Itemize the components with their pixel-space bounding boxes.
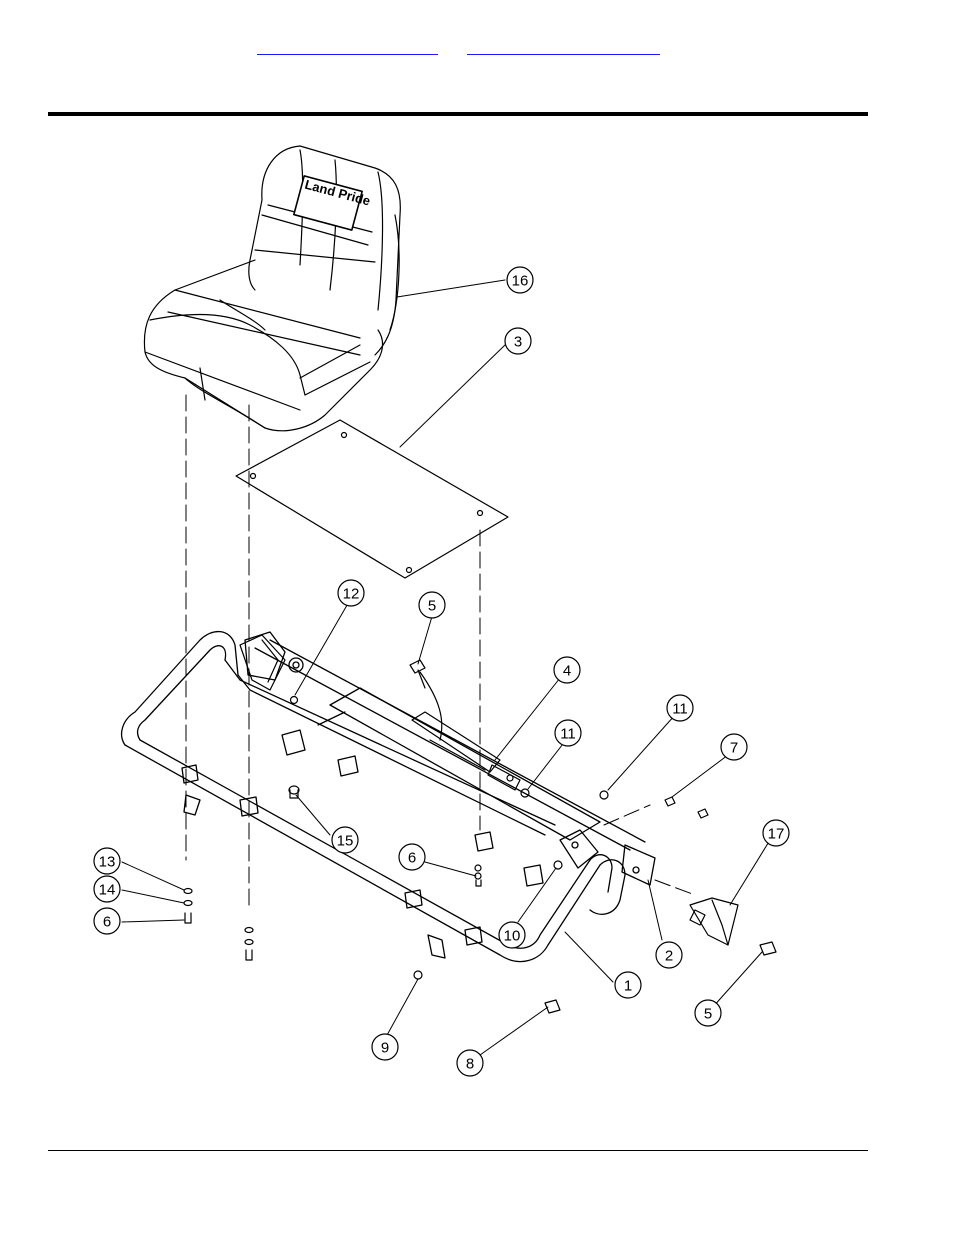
callout-label: 6 bbox=[103, 914, 111, 931]
callout-c1: 1 bbox=[615, 972, 641, 998]
callout-label: 13 bbox=[99, 854, 116, 871]
callout-c17: 17 bbox=[763, 820, 789, 846]
callout-c4: 4 bbox=[554, 657, 580, 683]
callout-c11a: 11 bbox=[667, 695, 693, 721]
right-latch-part bbox=[690, 898, 738, 945]
callout-label: 12 bbox=[343, 586, 360, 603]
callout-label: 5 bbox=[428, 598, 436, 615]
callout-c13: 13 bbox=[94, 848, 120, 874]
callout-label: 1 bbox=[624, 978, 632, 995]
leader-lines bbox=[122, 280, 770, 1055]
callout-c3: 3 bbox=[505, 328, 531, 354]
seat-frame-part bbox=[122, 632, 655, 962]
seat-plate-part bbox=[236, 420, 508, 578]
callout-c7: 7 bbox=[721, 734, 747, 760]
callout-c9: 9 bbox=[372, 1034, 398, 1060]
callout-label: 11 bbox=[672, 701, 688, 718]
callout-label: 17 bbox=[768, 826, 785, 843]
callout-c11b: 11 bbox=[555, 720, 581, 746]
callout-label: 5 bbox=[704, 1006, 712, 1023]
callout-label: 6 bbox=[408, 850, 416, 867]
callout-label: 14 bbox=[99, 882, 116, 899]
callout-label: 9 bbox=[381, 1040, 389, 1057]
seat-part bbox=[144, 146, 400, 431]
callout-c8: 8 bbox=[457, 1050, 483, 1076]
callout-label: 2 bbox=[665, 948, 673, 965]
callout-label: 8 bbox=[466, 1056, 474, 1073]
callout-label: 15 bbox=[337, 833, 354, 850]
callout-label: 10 bbox=[504, 928, 521, 945]
callout-label: 3 bbox=[514, 334, 522, 351]
callout-c2: 2 bbox=[656, 942, 682, 968]
callout-label: 16 bbox=[512, 273, 529, 290]
callout-c5b: 5 bbox=[695, 1000, 721, 1026]
callout-c14: 14 bbox=[94, 876, 120, 902]
callout-c10: 10 bbox=[499, 922, 525, 948]
callout-c16: 16 bbox=[507, 267, 533, 293]
callout-c5a: 5 bbox=[419, 592, 445, 618]
callout-label: 4 bbox=[563, 663, 571, 680]
callout-c6b: 6 bbox=[94, 908, 120, 934]
callout-c15: 15 bbox=[332, 827, 358, 853]
callout-c6a: 6 bbox=[399, 844, 425, 870]
callout-c12: 12 bbox=[338, 580, 364, 606]
callout-label: 11 bbox=[560, 726, 576, 743]
callout-label: 7 bbox=[730, 740, 738, 757]
